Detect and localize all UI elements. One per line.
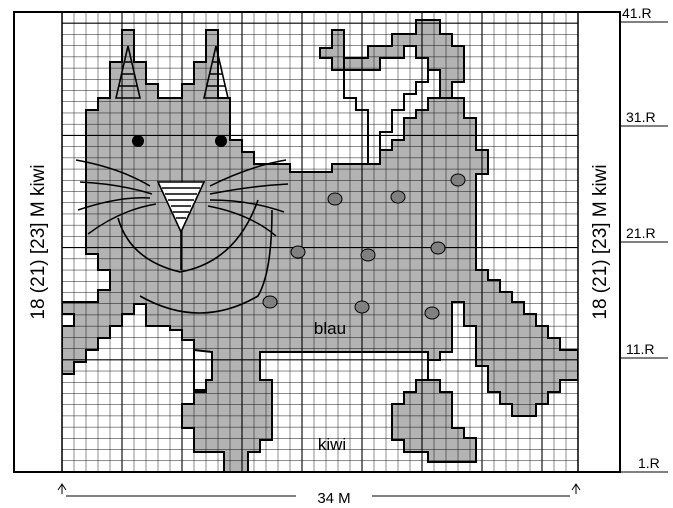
side-label-right: 18 (21) [23] M kiwi — [590, 164, 611, 319]
color-label-background: kiwi — [318, 435, 346, 454]
row-label: 1.R — [638, 455, 660, 471]
spot-icon — [391, 191, 405, 203]
row-label: 21.R — [626, 225, 656, 241]
row-label: 31.R — [626, 109, 656, 125]
spot-icon — [263, 296, 277, 308]
spot-icon — [328, 193, 342, 205]
spot-icon — [431, 242, 445, 254]
row-label: 41.R — [622, 5, 652, 21]
width-label: 34 M — [317, 490, 350, 507]
spot-icon — [291, 246, 305, 258]
spot-icon — [451, 174, 465, 186]
row-labels: 41.R 31.R 21.R 11.R 1.R — [620, 5, 668, 472]
side-label-left: 18 (21) [23] M kiwi — [28, 164, 49, 319]
spot-icon — [355, 301, 369, 313]
color-label-main: blau — [314, 319, 346, 338]
left-eye-icon — [132, 135, 144, 147]
arrow-up-right-icon — [572, 484, 580, 494]
spot-icon — [425, 307, 439, 319]
arrow-up-left-icon — [58, 484, 66, 494]
spot-icon — [361, 249, 375, 261]
row-label: 11.R — [626, 341, 655, 357]
right-eye-icon — [215, 135, 227, 147]
